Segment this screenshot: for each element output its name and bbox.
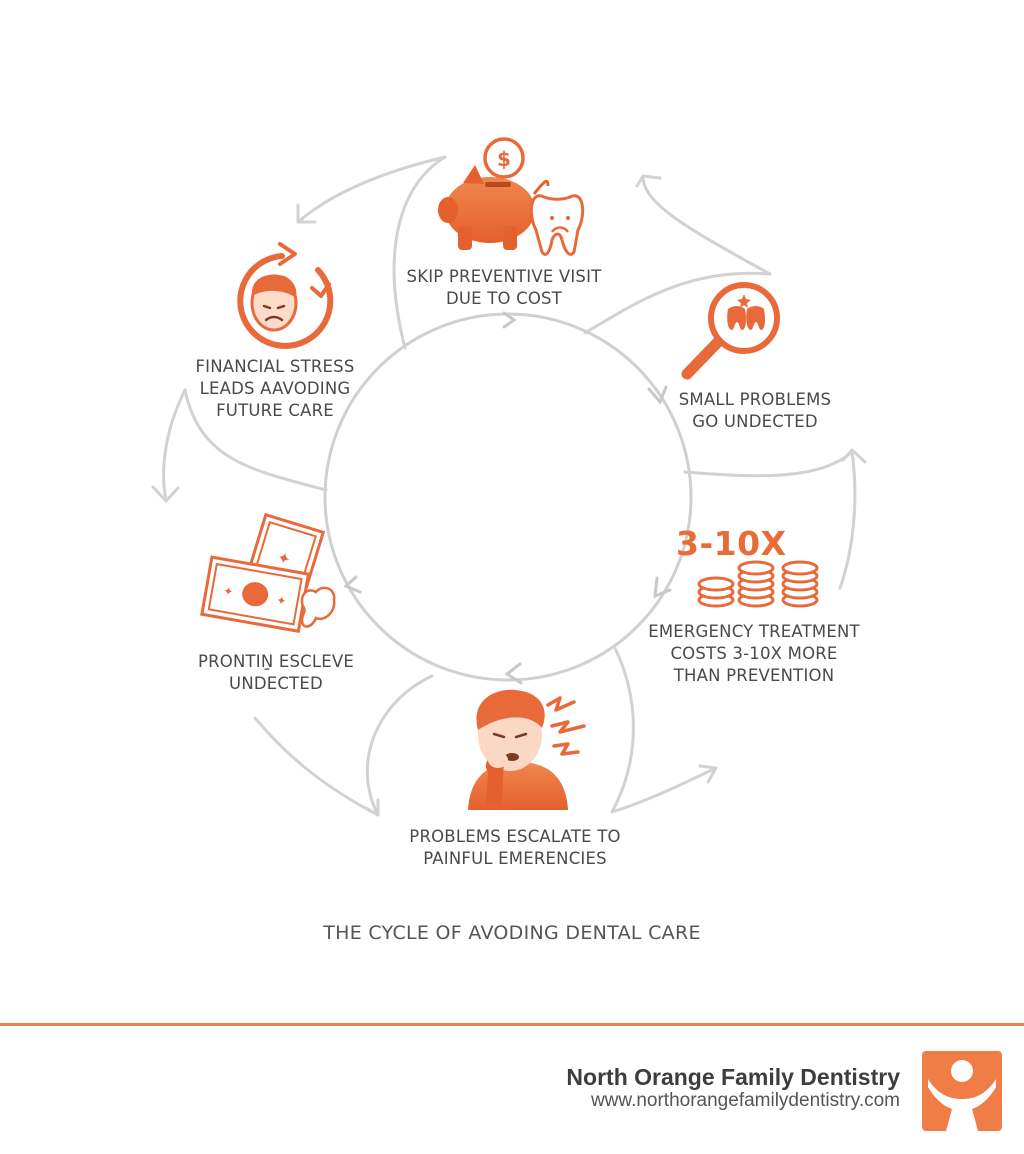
coin-stacks-icon bbox=[697, 560, 819, 608]
brand-name: North Orange Family Dentistry bbox=[566, 1064, 900, 1090]
arrow-left bbox=[183, 388, 328, 492]
arrow-top-right bbox=[583, 271, 772, 335]
outer-arrows bbox=[151, 155, 867, 817]
footer-divider bbox=[0, 1023, 1024, 1026]
svg-text:$: $ bbox=[497, 147, 511, 171]
cash-bills-icon: ✦ ✦ ✦ bbox=[200, 512, 336, 633]
arrow-bottom-right bbox=[610, 646, 635, 814]
svg-text:✦: ✦ bbox=[275, 547, 293, 569]
ring-arrowheads bbox=[343, 311, 672, 685]
svg-text:✦: ✦ bbox=[222, 584, 234, 600]
step-label-emergency-treatment: EMERGENCY TREATMENT COSTS 3-10X MORE THA… bbox=[648, 622, 860, 685]
piggy-bank-tooth-icon: $ bbox=[438, 137, 585, 256]
cost-multiplier-highlight: 3-10X bbox=[676, 524, 787, 563]
diagram-caption: THE CYCLE OF AVODING DENTAL CARE bbox=[323, 922, 701, 944]
stressed-face-cycle-icon bbox=[237, 242, 334, 349]
magnifier-teeth-icon bbox=[681, 282, 780, 380]
cycle-diagram: $ bbox=[151, 137, 867, 817]
step-label-problems-escalate: PROBLEMS ESCALATE TO PAINFUL EMERENCIES bbox=[409, 827, 621, 868]
svg-text:✦: ✦ bbox=[275, 593, 287, 609]
arrow-bottom-left bbox=[365, 674, 434, 817]
arrow-top-left bbox=[392, 155, 447, 350]
step-label-pronti-escleve: PRONTIṈ ESCLEVE UNDECTED bbox=[197, 652, 355, 693]
step-label-small-problems: SMALL PROBLEMS GO UNDECTED bbox=[678, 390, 832, 431]
step-label-skip-preventive: SKIP PREVENTIVE VISIT DUE TO COST bbox=[406, 267, 602, 308]
toothache-person-icon bbox=[468, 689, 586, 810]
person-logo-icon bbox=[922, 1051, 1002, 1131]
arrow-right bbox=[683, 450, 854, 478]
brand-url-link[interactable]: www.northorangefamilydentistry.com bbox=[590, 1090, 900, 1111]
step-label-financial-stress: FINANCIAL STRESS LEADS AAVODING FUTURE C… bbox=[195, 357, 355, 420]
